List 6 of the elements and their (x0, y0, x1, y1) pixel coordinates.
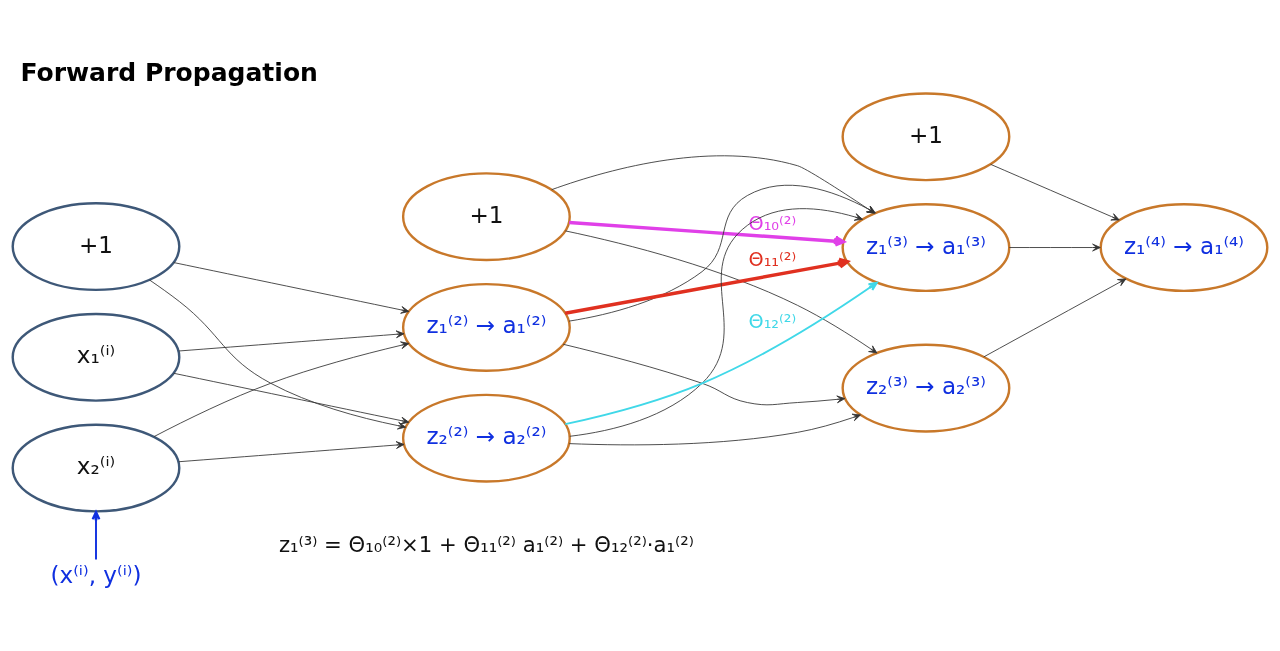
edge-label: Θ₁₂⁽²⁾ (748, 309, 797, 333)
label: z₁⁽³⁾ = Θ₁₀⁽²⁾×1 + Θ₁₁⁽²⁾ a₁⁽²⁾ + Θ₁₂⁽²⁾·a₁⁽²⁾ (278, 531, 694, 557)
edge-label: Θ₁₁⁽²⁾ (748, 247, 797, 271)
node-text: (x⁽ⁱ⁾, y⁽ⁱ⁾) (50, 561, 142, 588)
diagram-title: Forward Propagation (20, 57, 318, 87)
edge-label: Θ₁₀⁽²⁾ (748, 211, 797, 235)
